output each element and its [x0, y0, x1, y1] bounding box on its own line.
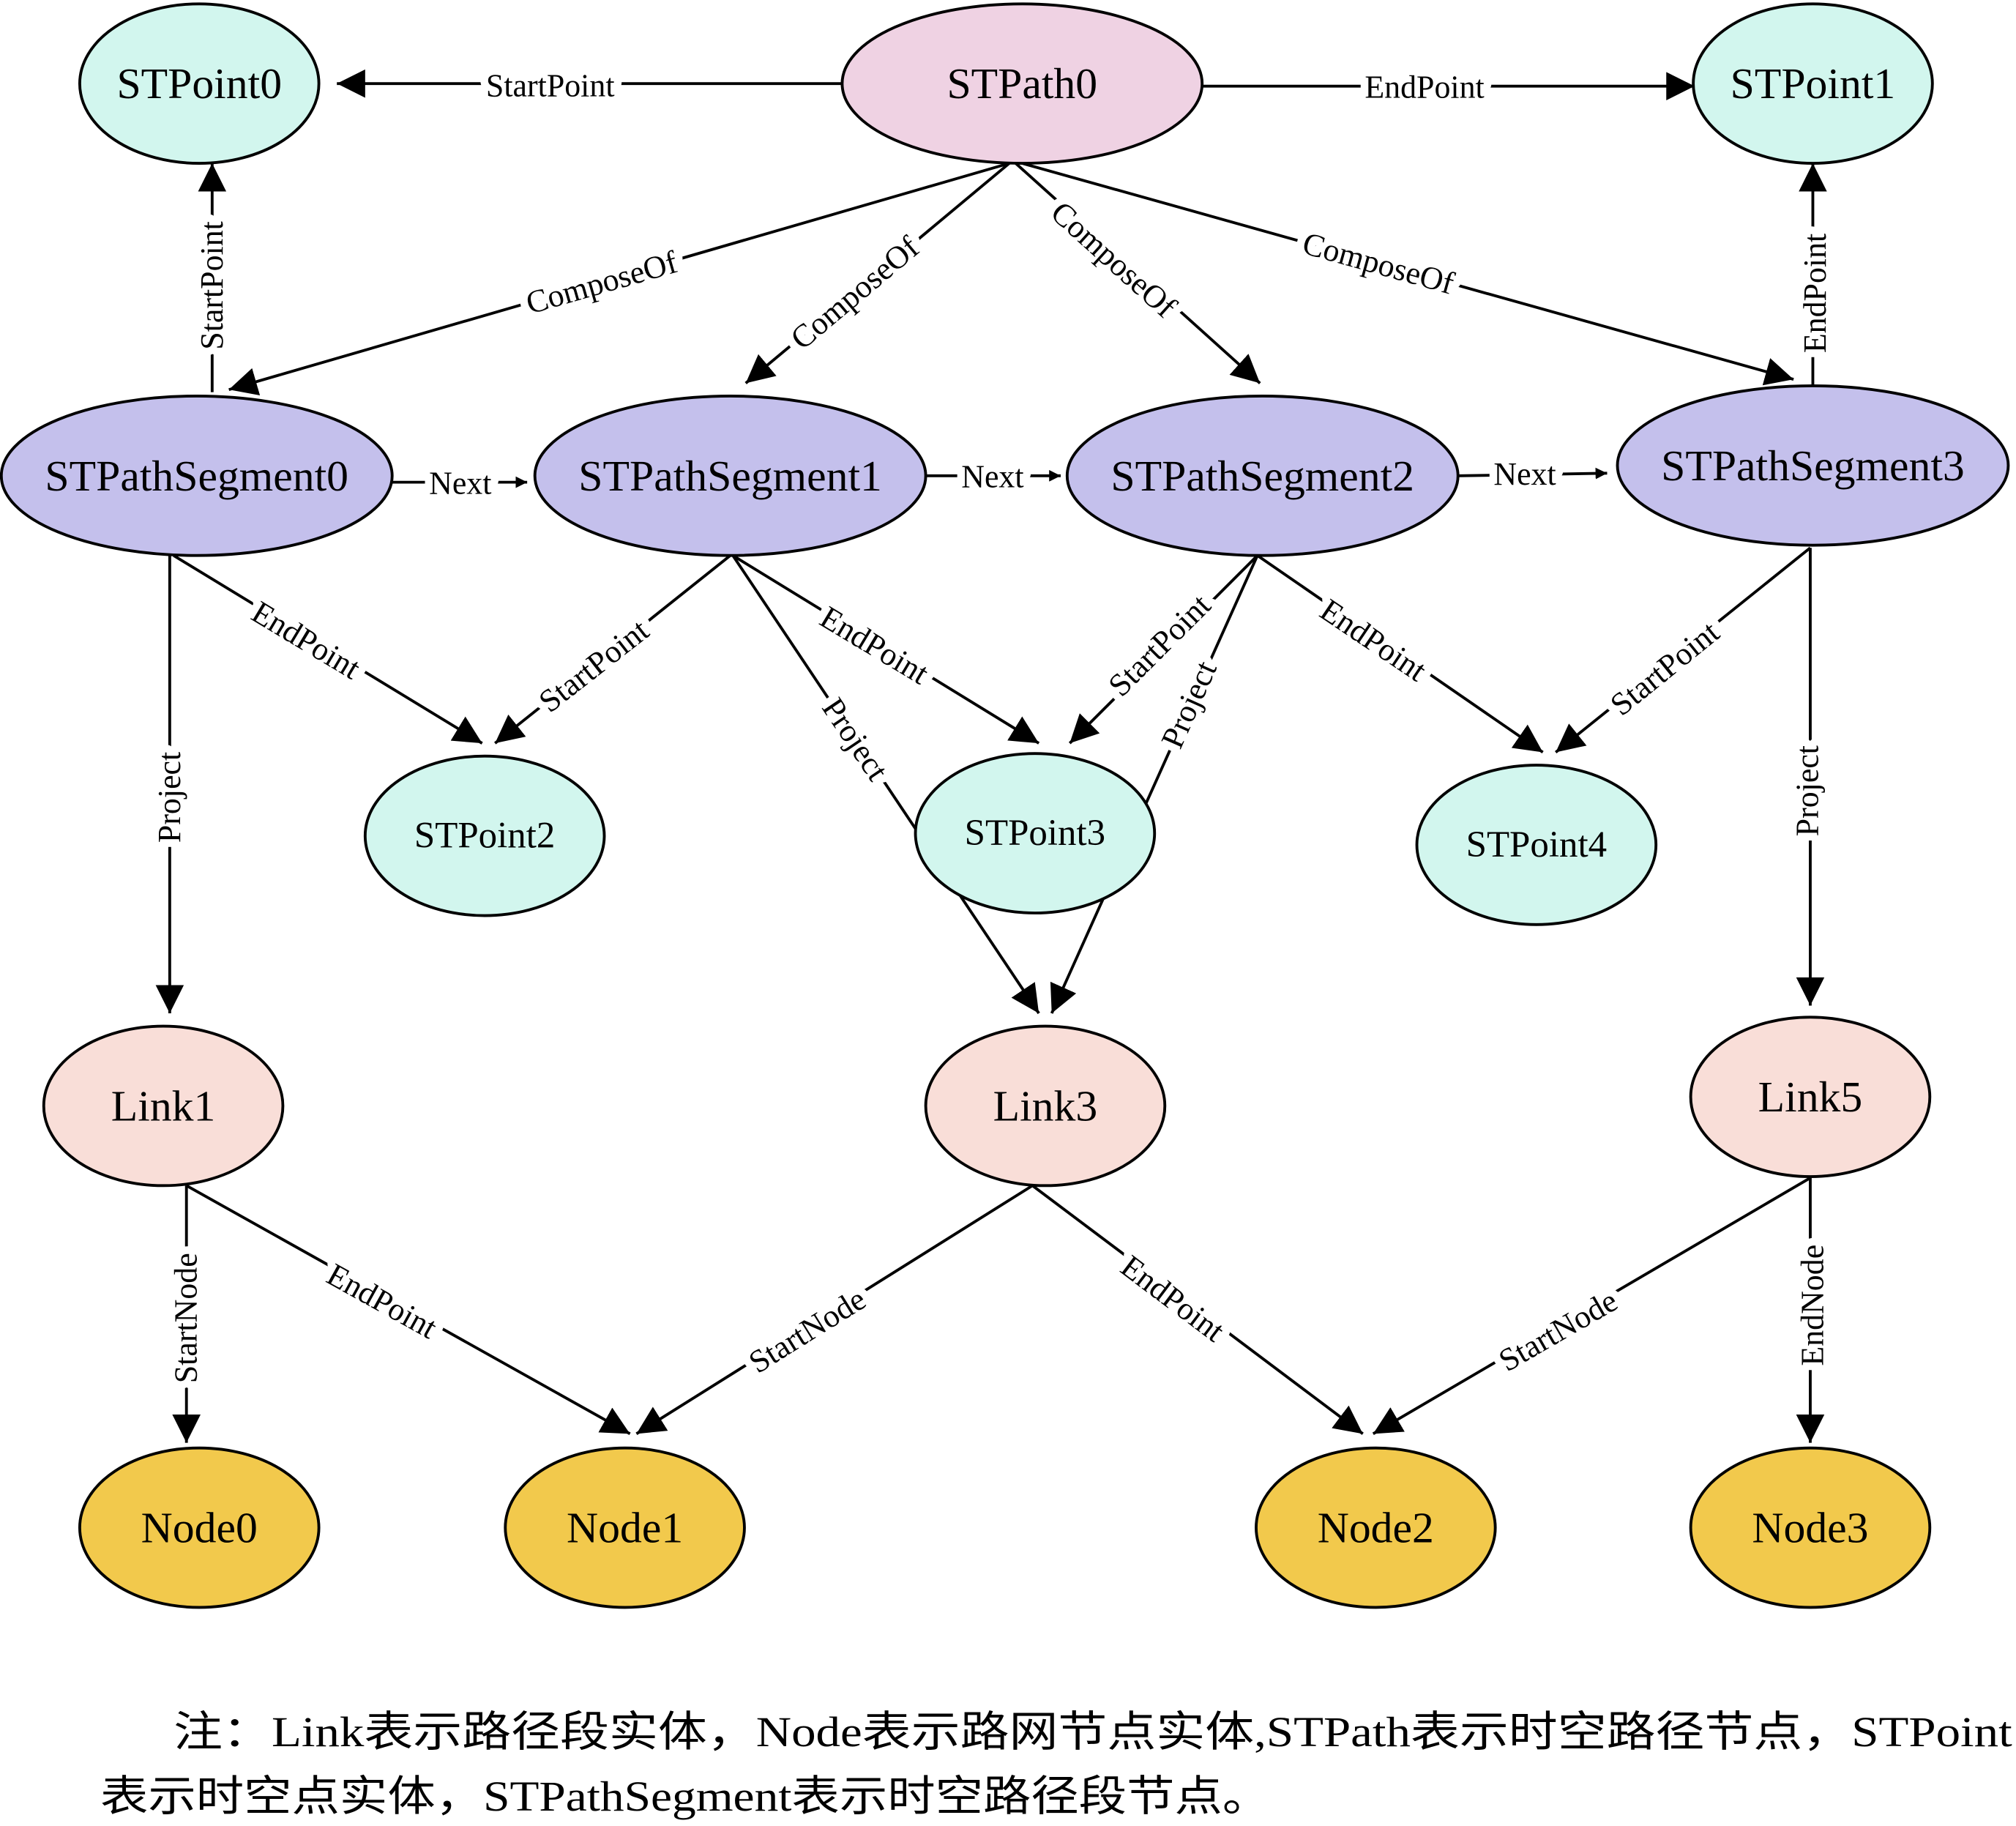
node-label: STPathSegment2 [1110, 452, 1414, 500]
edge-label: ComposeOf [1044, 195, 1183, 325]
node-node1: Node1 [504, 1446, 746, 1609]
node-stpoint2: STPoint2 [363, 754, 606, 917]
node-stpoint1: STPoint1 [1692, 2, 1934, 165]
edge-label: EndNode [1795, 1245, 1830, 1366]
edge-label: Next [429, 466, 491, 501]
stpoint-ellipse [363, 754, 606, 917]
edge-label: Next [961, 460, 1023, 495]
node-ellipse [78, 1446, 321, 1609]
edge-label: Project [815, 692, 895, 787]
edge-label: ComposeOf [522, 245, 682, 321]
node-stpoint0: STPoint0 [78, 2, 321, 165]
edge-label: StartNode [1493, 1283, 1624, 1379]
node-seg2: STPathSegment2 [1065, 395, 1460, 557]
edge-label: Project [1154, 656, 1223, 753]
node-link5: Link5 [1689, 1016, 1932, 1178]
link-ellipse [924, 1024, 1167, 1188]
stpoint-ellipse [1692, 2, 1934, 165]
edge-arrow [185, 1184, 631, 1436]
edge-label: StartPoint [195, 221, 230, 350]
node-link3: Link3 [924, 1024, 1167, 1188]
node-seg0: STPathSegment0 [0, 395, 394, 557]
edge-label: StartPoint [1604, 614, 1726, 723]
node-seg3: STPathSegment3 [1616, 384, 2010, 547]
node-label: STPathSegment0 [45, 452, 348, 500]
edge-arrow [1068, 554, 1259, 745]
segment-ellipse [533, 395, 927, 557]
edge-label: StartPoint [486, 69, 615, 104]
node-label: STPoint2 [414, 816, 555, 857]
edge-arrow [1256, 554, 1544, 754]
node-label: Node3 [1752, 1504, 1868, 1552]
node-stpoint4: STPoint4 [1415, 764, 1658, 926]
edge-label: EndPoint [321, 1257, 443, 1346]
edges-layer [155, 69, 1827, 1443]
segment-ellipse [1616, 384, 2010, 547]
node-link1: Link1 [42, 1024, 285, 1188]
node-label: Node2 [1318, 1504, 1434, 1552]
caption-line-1: 注：Link表示路径段实体，Node表示路网节点实体,STPath表示时空路径节… [173, 1708, 2012, 1756]
edge-arrow [744, 162, 1010, 384]
node-node3: Node3 [1689, 1446, 1932, 1609]
edge-arrow [731, 554, 1040, 1015]
node-label: STPoint1 [1731, 59, 1896, 108]
edge-label: ComposeOf [784, 230, 926, 357]
edge-label: EndPoint [246, 595, 367, 686]
node-label: Link5 [1758, 1073, 1863, 1121]
node-node0: Node0 [78, 1446, 321, 1609]
edge-arrow [1031, 1184, 1364, 1435]
link-ellipse [1689, 1016, 1932, 1178]
stpoint-ellipse [78, 2, 321, 165]
node-label: Node0 [141, 1504, 258, 1552]
edge-arrow [228, 162, 1010, 395]
node-label: Link1 [111, 1081, 216, 1130]
edge-arrow [732, 554, 1040, 745]
segment-ellipse [0, 395, 394, 557]
edge-label: StartNode [743, 1281, 872, 1380]
node-ellipse [504, 1446, 746, 1609]
segment-ellipse [1065, 395, 1460, 557]
link-ellipse [42, 1024, 285, 1188]
edge-arrow [635, 1184, 1034, 1435]
stpoint-ellipse [1415, 764, 1658, 926]
edge-label: Project [152, 752, 187, 843]
edge-label: EndPoint [1114, 1249, 1231, 1349]
edge-label: EndPoint [814, 600, 935, 691]
node-label: STPathSegment3 [1661, 441, 1965, 490]
stpath-ellipse [840, 2, 1204, 165]
edge-label: EndPoint [1314, 592, 1433, 688]
edge-label: EndPoint [1798, 234, 1833, 353]
edge-arrow [173, 554, 483, 745]
edge-arrow [494, 554, 731, 745]
edge-label: Next [1493, 457, 1556, 492]
caption-line-2: 表示时空点实体，STPathSegment表示时空路径段节点。 [100, 1773, 1270, 1820]
node-ellipse [1689, 1446, 1932, 1609]
edge-label: Project [1790, 745, 1825, 836]
edge-arrow [1050, 554, 1259, 1014]
edge-arrow [1372, 1177, 1811, 1435]
node-seg1: STPathSegment1 [533, 395, 927, 557]
node-label: Link3 [993, 1081, 1098, 1130]
node-stpoint3: STPoint3 [914, 752, 1157, 914]
edge-label: EndPoint [1364, 70, 1484, 105]
node-stpath0: STPath0 [840, 2, 1204, 165]
edge-arrow [1459, 467, 1608, 480]
edge-arrow [1015, 162, 1261, 384]
stpoint-ellipse [914, 752, 1157, 914]
edge-label: ComposeOf [1299, 226, 1458, 301]
node-label: STPoint4 [1466, 824, 1607, 865]
edge-arrow [1554, 546, 1812, 753]
node-label: STPoint0 [116, 59, 282, 108]
edge-arrow [1021, 162, 1794, 386]
node-ellipse [1255, 1446, 1497, 1609]
node-label: STPoint3 [965, 813, 1105, 854]
node-node2: Node2 [1255, 1446, 1497, 1609]
node-label: STPathSegment1 [578, 452, 882, 500]
edge-label: StartPoint [532, 613, 655, 720]
edge-label: StartNode [169, 1253, 204, 1383]
node-label: STPath0 [947, 59, 1097, 108]
node-label: Node1 [567, 1504, 683, 1552]
